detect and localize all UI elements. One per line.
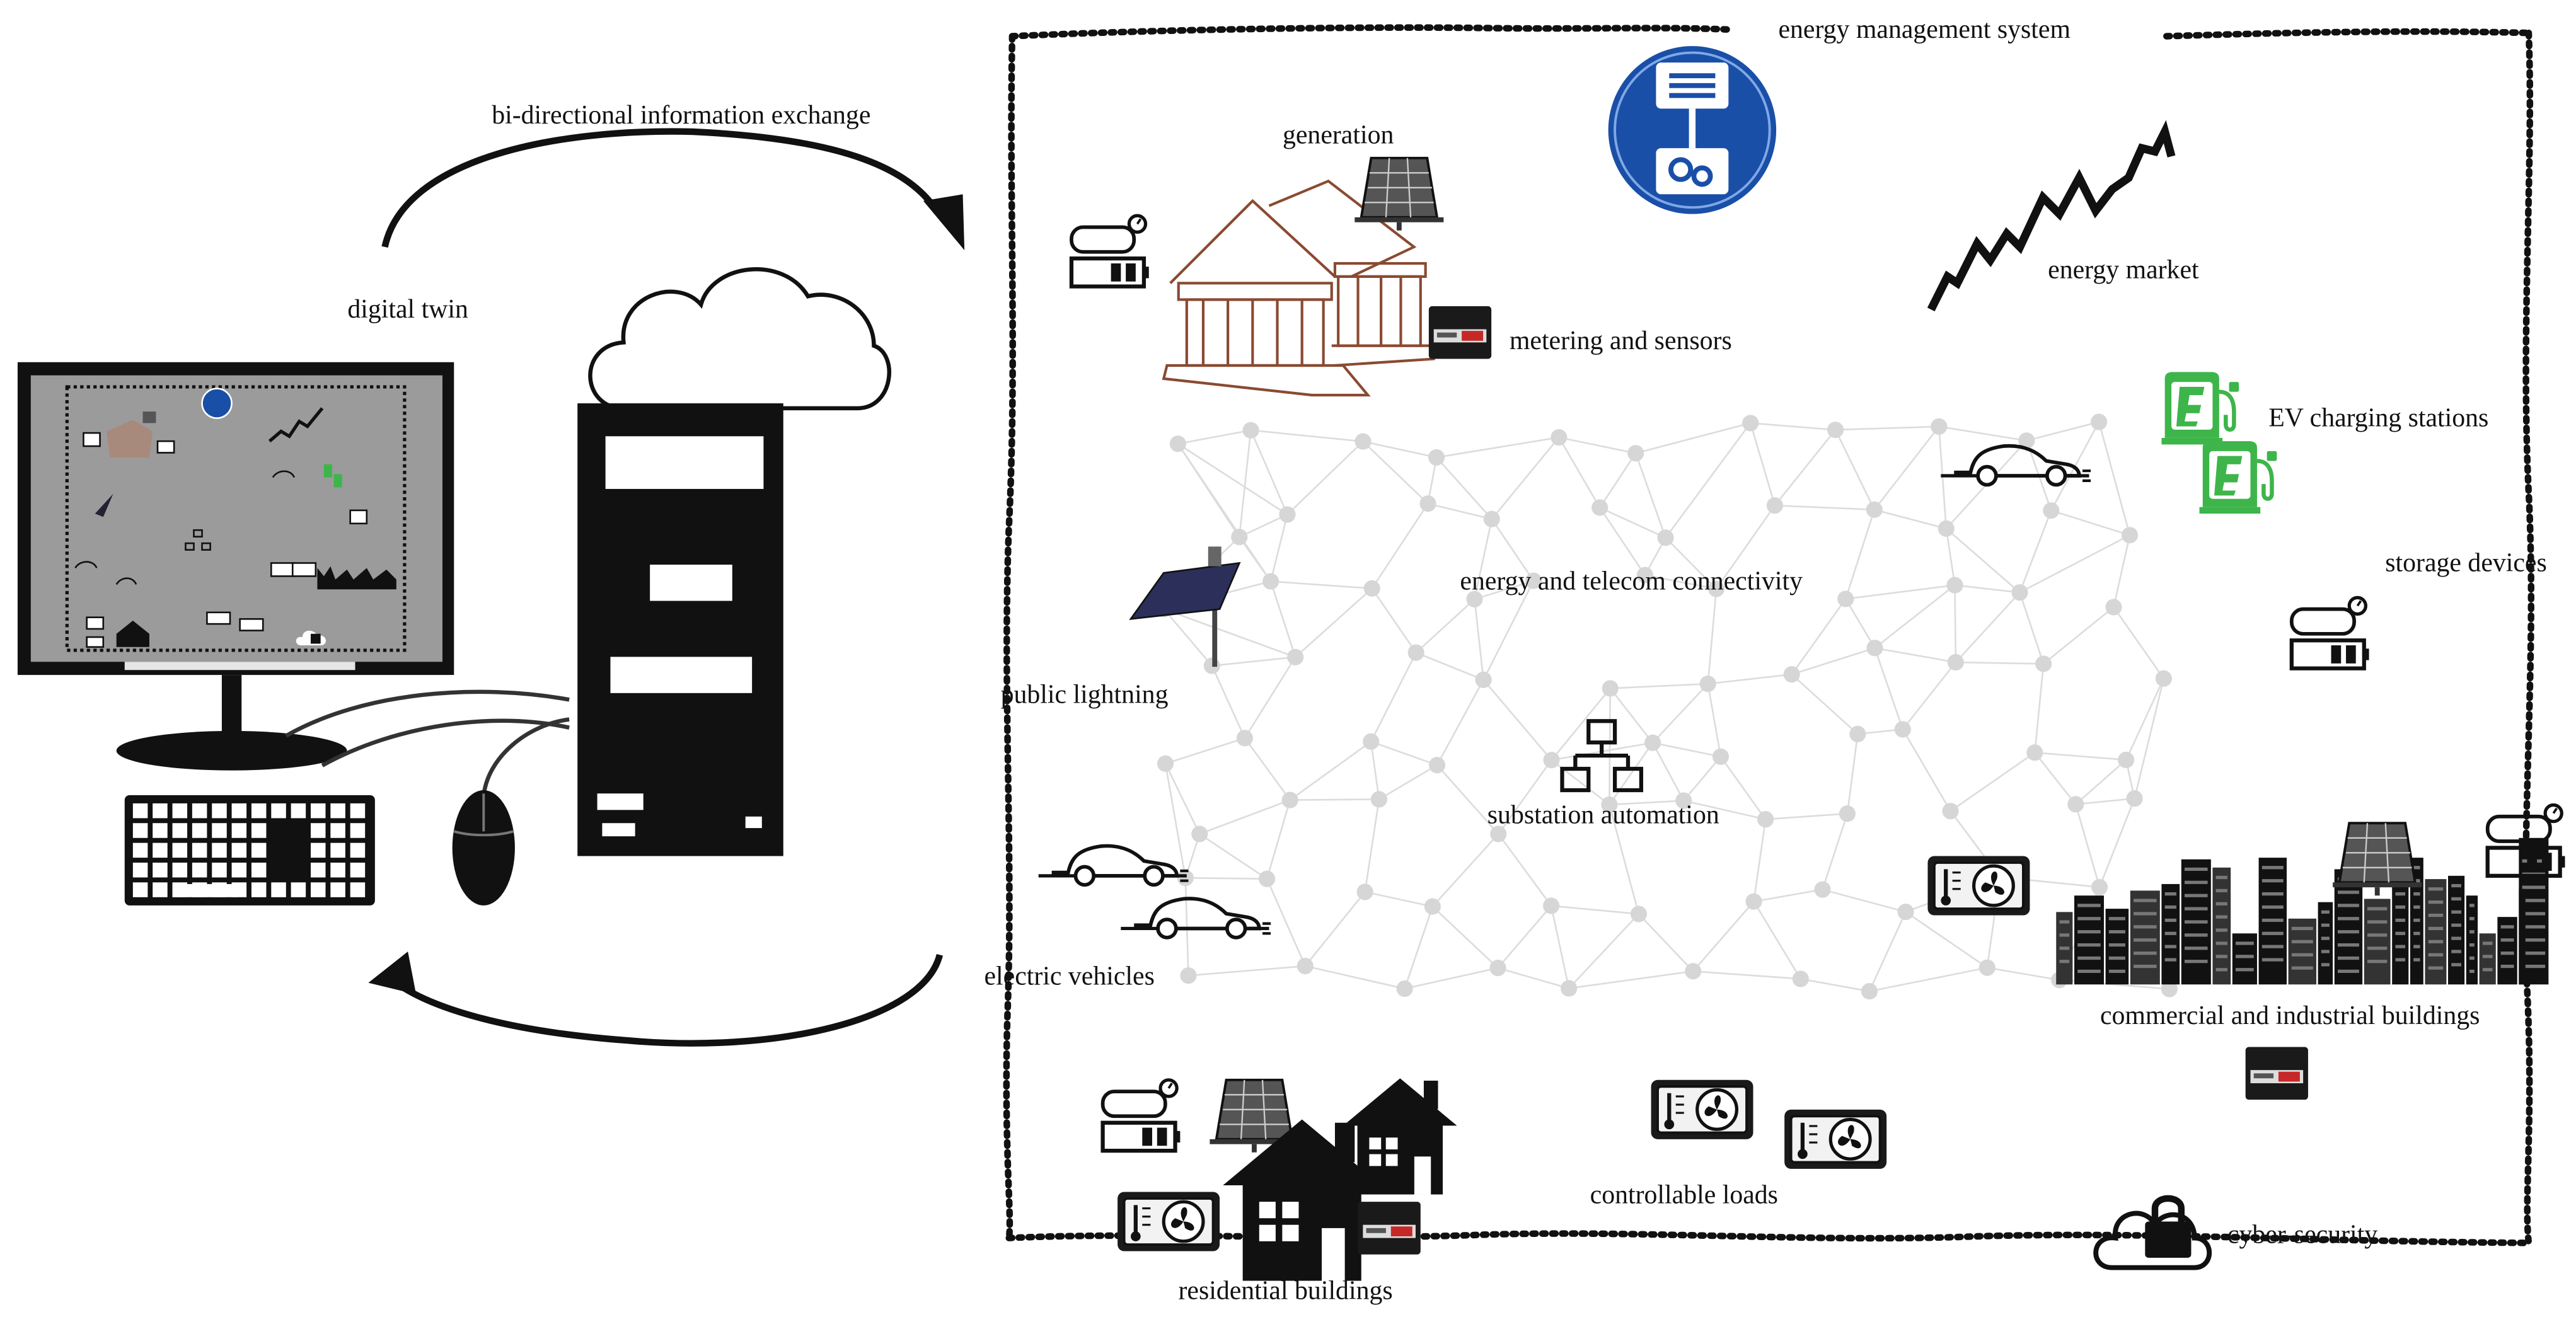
city-skyline-icon xyxy=(2056,837,2549,985)
monitor xyxy=(17,362,454,771)
ev-charging-label: EV charging stations xyxy=(2268,404,2488,433)
ems-icon xyxy=(1608,46,1777,214)
connectivity-mesh xyxy=(1155,413,2178,1000)
commercial-label: commercial and industrial buildings xyxy=(2100,1001,2480,1030)
controllable-load-icon xyxy=(1784,1110,1886,1169)
battery-storage-icon xyxy=(1103,1080,1181,1151)
solar-panel-icon xyxy=(1354,158,1443,231)
battery-storage-icon xyxy=(1071,216,1149,286)
house-icon xyxy=(1343,1078,1457,1195)
computer-tower xyxy=(577,403,783,856)
market-line-icon xyxy=(1927,120,2176,312)
twin-preview xyxy=(74,388,396,648)
connectivity-label: energy and telecom connectivity xyxy=(1460,566,1803,595)
battery-storage-icon xyxy=(2292,597,2369,668)
keyboard xyxy=(124,795,375,906)
controllable-load-icon xyxy=(1118,1192,1220,1251)
controllable-load-icon xyxy=(1927,856,2030,916)
solar-street-light-icon xyxy=(1129,546,1241,667)
electric-car-icon xyxy=(1121,899,1271,938)
lighting-label: public lightning xyxy=(1001,681,1169,710)
electric-car-icon xyxy=(1039,846,1189,885)
exchange-label: bi-directional information exchange xyxy=(492,101,870,130)
market-label: energy market xyxy=(2048,256,2199,285)
ems-label: energy management system xyxy=(1778,15,2071,44)
smart-meter-icon xyxy=(1428,306,1492,359)
cloud-lock-icon xyxy=(2096,1199,2209,1268)
ev-label: electric vehicles xyxy=(984,962,1154,991)
residential-label: residential buildings xyxy=(1179,1276,1393,1305)
smart-meter-icon xyxy=(1358,1202,1421,1255)
cloud-icon xyxy=(588,267,891,411)
ev-charger-icon xyxy=(2200,441,2277,514)
mouse xyxy=(285,689,570,906)
ev-charger-icon xyxy=(2161,372,2239,444)
ems-label-backdrop xyxy=(1733,6,2162,50)
solar-panel-icon xyxy=(2333,823,2422,895)
controllable-load-icon xyxy=(1651,1080,1753,1139)
smart-meter-icon xyxy=(2245,1047,2308,1100)
generation-label: generation xyxy=(1283,120,1394,149)
storage-label: storage devices xyxy=(2385,549,2546,578)
loads-label: controllable loads xyxy=(1590,1181,1778,1210)
exchange-arrows xyxy=(368,128,965,1047)
substation-label: substation automation xyxy=(1487,800,1719,829)
digital-twin-label: digital twin xyxy=(347,295,468,324)
metering-label: metering and sensors xyxy=(1510,326,1732,355)
cyber-label: cyber-security xyxy=(2227,1220,2377,1249)
